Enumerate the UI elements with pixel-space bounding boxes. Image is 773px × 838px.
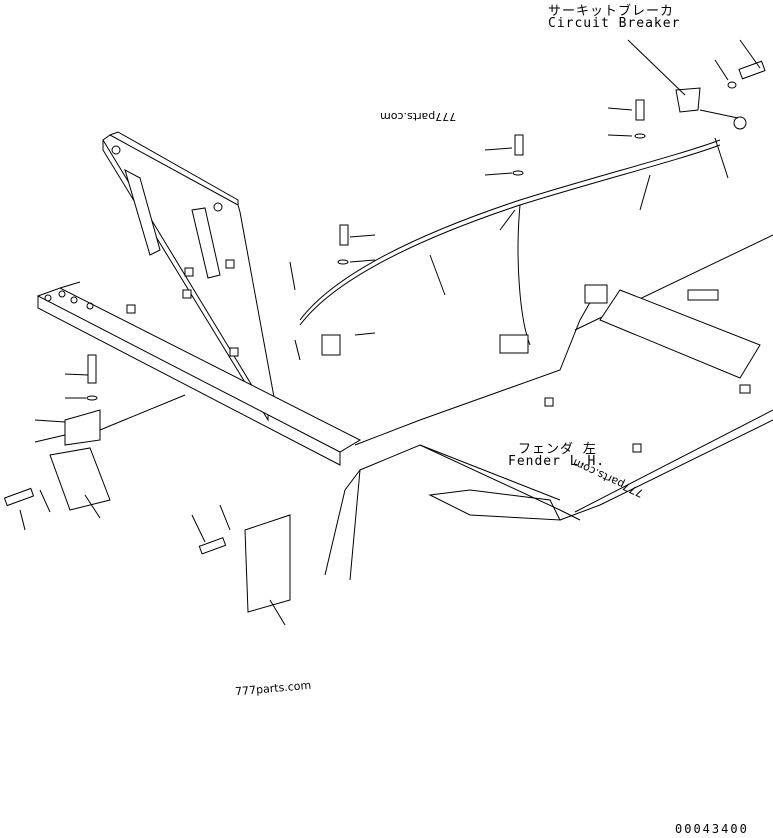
brackets xyxy=(49,87,747,613)
circuit-breaker-label-en: Circuit Breaker xyxy=(548,16,681,31)
leader-lines xyxy=(19,39,761,626)
fender-label-en: Fender L.H. xyxy=(508,454,606,469)
fender xyxy=(324,234,773,581)
fender-label-jp: フェンダ 左 xyxy=(518,442,597,457)
frame-plate xyxy=(102,131,277,422)
circuit-breaker-label-jp: サーキットブレーカ xyxy=(548,4,675,19)
watermark-top: 777parts.com xyxy=(380,110,457,123)
cross-beam xyxy=(36,281,362,466)
drawing-number: 00043400 xyxy=(675,822,749,836)
